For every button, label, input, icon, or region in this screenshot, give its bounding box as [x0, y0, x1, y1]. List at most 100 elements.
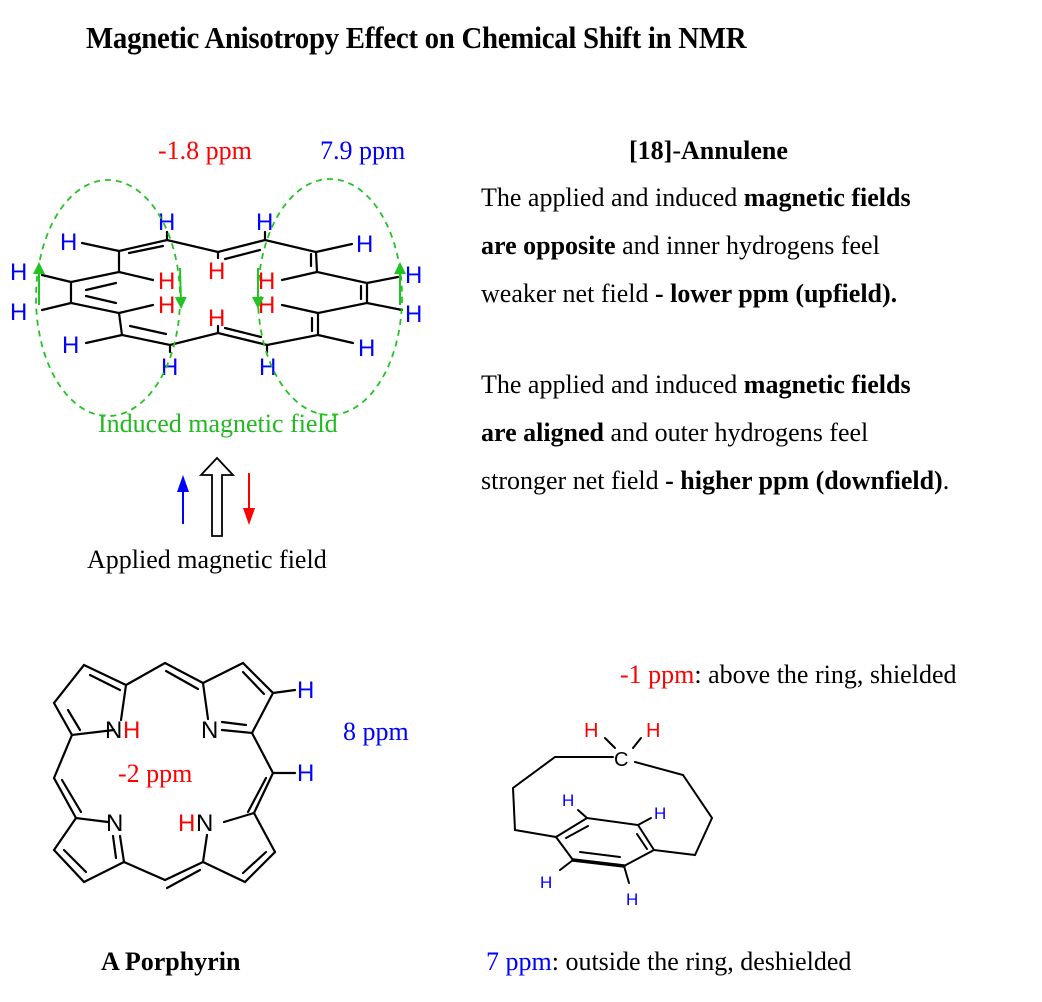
above-shift: -1 ppm [620, 660, 695, 689]
nitrogen-label: N [105, 717, 122, 744]
text: stronger net field [481, 466, 666, 495]
heading-name: Annulene [681, 136, 788, 165]
double-bond [565, 825, 589, 839]
c-h-bond [604, 737, 616, 749]
double-bond [127, 244, 165, 255]
c-h-bond [316, 333, 355, 345]
emphasis: - lower ppm (upfield). [654, 279, 898, 308]
meso-bridge [122, 860, 205, 882]
outer-h: H [60, 229, 77, 256]
double-bond [62, 848, 88, 874]
arrow-down-icon [243, 508, 255, 525]
emphasis: magnetic fields [743, 183, 911, 212]
outer-h: H [356, 231, 373, 258]
inner-nh-hydrogen: H [123, 717, 140, 744]
alkyl-chain-left [511, 756, 614, 838]
outer-h: H [405, 262, 422, 289]
induced-field-label: Induced magnetic field [98, 409, 338, 438]
text: and outer hydrogens feel [604, 418, 869, 447]
double-bond [220, 720, 248, 727]
c-h-bond [280, 303, 320, 315]
nitrogen-label: N [201, 717, 218, 744]
explanation-aligned: The applied and induced magnetic fields … [481, 361, 949, 505]
c-h-bond [40, 273, 73, 284]
c-h-bond [40, 301, 73, 312]
c-h-bond [365, 275, 400, 285]
c-h-bond [577, 809, 588, 819]
outer-hydrogen: H [297, 760, 314, 787]
outer-h: H [161, 354, 178, 381]
double-bond [111, 834, 118, 860]
meso-bridge [52, 733, 78, 820]
c-h-bond [84, 333, 124, 345]
double-bond [223, 326, 263, 339]
heading-dash: - [672, 136, 681, 165]
c-h-bond [271, 688, 297, 695]
cyclophane-above-caption: -1 ppm: above the ring, shielded [620, 660, 957, 690]
double-bond [636, 833, 648, 850]
emphasis: magnetic fields [743, 370, 911, 399]
porphyrin-outer-shift: 8 ppm [343, 717, 409, 746]
para2-line1: The applied and induced magnetic fields [481, 361, 949, 409]
wedge-bond [571, 858, 626, 868]
inner-h: H [208, 305, 225, 332]
aromatic-hydrogen: H [562, 791, 574, 810]
porphyrin-inner-shift: -2 ppm [118, 759, 193, 788]
text: and inner hydrogens feel [615, 231, 880, 260]
porphyrin-atoms: N H N N H N H H [105, 677, 314, 837]
arrow-up-icon [177, 475, 189, 492]
inner-nh-hydrogen: H [178, 810, 195, 837]
induced-field-arrows [33, 262, 406, 309]
shielded-hydrogen: H [584, 720, 598, 742]
aromatic-hydrogen: H [626, 890, 638, 909]
heading-bracket: [18] [629, 136, 673, 165]
para2-line3: stronger net field - higher ppm (downfie… [481, 457, 949, 505]
pyrrole-ring [52, 816, 126, 884]
double-bond [241, 670, 266, 696]
page-title: Magnetic Anisotropy Effect on Chemical S… [86, 20, 747, 55]
outer-h: H [405, 301, 422, 328]
double-bond [60, 778, 83, 814]
text: The applied and induced [481, 183, 744, 212]
c-h-bond [80, 241, 121, 253]
shielded-hydrogen: H [646, 720, 660, 742]
pyrrole-ring [52, 663, 128, 737]
inner-h: H [258, 292, 275, 319]
outer-h: H [62, 332, 79, 359]
alkyl-chain-right [634, 761, 714, 857]
porphyrin-name: A Porphyrin [101, 947, 241, 976]
c-h-bond [623, 865, 630, 884]
outer-h: H [158, 209, 175, 236]
nitrogen-label: N [106, 810, 123, 837]
applied-field-hollow-arrow-icon [198, 456, 236, 537]
emphasis: are opposite [481, 231, 616, 260]
arrow-down-icon [174, 267, 187, 309]
annulene-heading: [18]-Annulene [629, 136, 788, 166]
outer-h: H [259, 354, 276, 381]
explanation-opposite: The applied and induced magnetic fields … [481, 174, 911, 318]
c-h-bond [365, 301, 404, 312]
cyclophane-aromatic-h: H H H H [540, 791, 666, 909]
pyrrole-bond [201, 681, 210, 721]
outer-h: H [256, 209, 273, 236]
text: The applied and induced [481, 370, 744, 399]
c-h-bond [117, 270, 155, 282]
pyrrole-ring [201, 811, 277, 884]
annulene-outer-shift: 7.9 ppm [320, 136, 406, 165]
outer-h: H [358, 335, 375, 362]
para1-line3: weaker net field - lower ppm (upfield). [481, 270, 911, 318]
double-bond [579, 851, 621, 858]
annulene-structure [40, 230, 404, 354]
induced-loop-right [257, 178, 403, 416]
double-bond [128, 324, 168, 336]
cyclophane-outside-caption: 7 ppm: outside the ring, deshielded [486, 947, 851, 977]
c-h-bond [559, 859, 574, 871]
outer-h: H [10, 299, 27, 326]
outside-shift: 7 ppm [486, 947, 552, 976]
outside-text: : outside the ring, deshielded [551, 947, 852, 976]
double-bond [88, 673, 122, 692]
emphasis: are aligned [481, 418, 605, 447]
outer-hydrogen: H [297, 677, 314, 704]
para1-line2: are opposite and inner hydrogens feel [481, 222, 911, 270]
